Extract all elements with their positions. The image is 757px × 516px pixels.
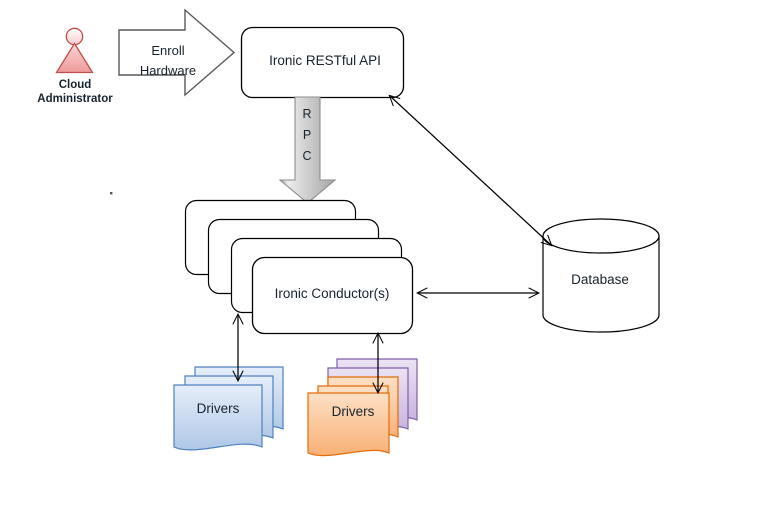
drivers-left-doc-front[interactable] <box>173 384 263 451</box>
database-cylinder[interactable] <box>542 218 660 333</box>
cloud-administrator-icon <box>55 27 94 74</box>
api-to-database-connector <box>390 96 551 245</box>
ironic-restful-api-box[interactable] <box>240 26 405 99</box>
drivers-right-doc-orange-front[interactable] <box>307 392 390 457</box>
ironic-conductors-stack[interactable] <box>184 199 414 335</box>
enroll-hardware-block-arrow <box>118 8 236 97</box>
stray-dot-artifact <box>110 192 113 195</box>
conductor-card-front[interactable] <box>251 256 414 335</box>
drivers-left-stack[interactable] <box>173 366 284 451</box>
rpc-block-arrow <box>278 96 337 204</box>
drivers-right-stack[interactable] <box>307 358 418 457</box>
